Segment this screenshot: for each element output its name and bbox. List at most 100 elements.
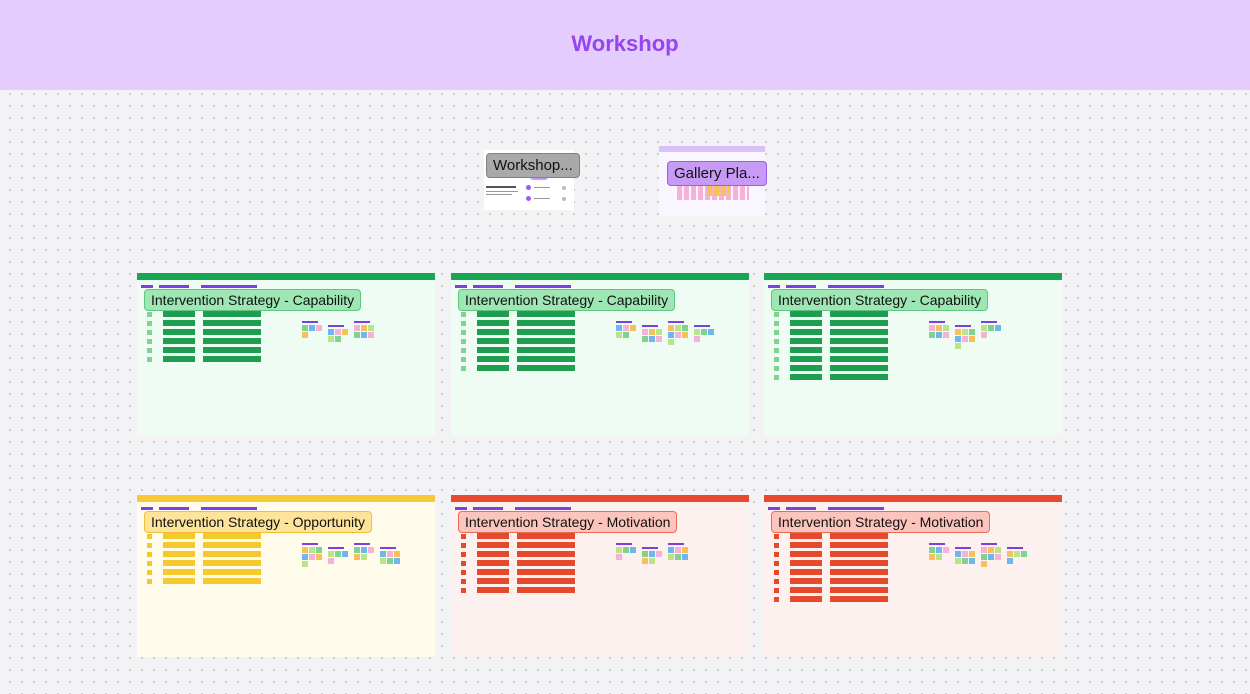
gallery-plan-frame-label[interactable]: Gallery Pla... (667, 161, 767, 186)
sticky-note[interactable] (616, 547, 622, 553)
table-cell[interactable] (203, 311, 261, 317)
table-cell[interactable] (790, 374, 822, 380)
sticky-note[interactable] (316, 554, 322, 560)
sticky-note[interactable] (988, 547, 994, 553)
table-cell[interactable] (790, 329, 822, 335)
sticky-note[interactable] (969, 336, 975, 342)
table-cell[interactable] (163, 578, 195, 584)
sticky-note[interactable] (361, 332, 367, 338)
sticky-note[interactable] (668, 554, 674, 560)
sticky-note[interactable] (616, 325, 622, 331)
table-cell[interactable] (790, 587, 822, 593)
sticky-note[interactable] (675, 547, 681, 553)
sticky-note[interactable] (995, 554, 1001, 560)
board-title-label[interactable]: Intervention Strategy - Motivation (771, 511, 991, 533)
table-cell[interactable] (790, 320, 822, 326)
table-cell[interactable] (830, 560, 888, 566)
sticky-note[interactable] (328, 329, 334, 335)
table-cell[interactable] (477, 356, 509, 362)
sticky-note[interactable] (656, 551, 662, 557)
table-cell[interactable] (830, 533, 888, 539)
table-cell[interactable] (477, 365, 509, 371)
board-title-label[interactable]: Intervention Strategy - Capability (144, 289, 362, 311)
table-cell[interactable] (203, 329, 261, 335)
sticky-note[interactable] (668, 547, 674, 553)
sticky-note[interactable] (302, 332, 308, 338)
table-cell[interactable] (790, 347, 822, 353)
board-capability-1[interactable]: Intervention Strategy - Capability (137, 273, 435, 435)
sticky-note[interactable] (1007, 551, 1013, 557)
sticky-note[interactable] (668, 325, 674, 331)
sticky-note[interactable] (955, 551, 961, 557)
table-cell[interactable] (163, 311, 195, 317)
sticky-note[interactable] (368, 547, 374, 553)
table-cell[interactable] (517, 569, 575, 575)
table-cell[interactable] (830, 311, 888, 317)
sticky-note[interactable] (936, 554, 942, 560)
sticky-note[interactable] (342, 551, 348, 557)
table-cell[interactable] (790, 569, 822, 575)
table-cell[interactable] (163, 551, 195, 557)
sticky-note[interactable] (623, 332, 629, 338)
sticky-note[interactable] (936, 325, 942, 331)
table-cell[interactable] (163, 356, 195, 362)
sticky-note[interactable] (962, 329, 968, 335)
sticky-note[interactable] (929, 325, 935, 331)
table-cell[interactable] (477, 338, 509, 344)
table-cell[interactable] (517, 329, 575, 335)
table-cell[interactable] (477, 320, 509, 326)
board-title-label[interactable]: Intervention Strategy - Capability (458, 289, 676, 311)
sticky-note[interactable] (962, 551, 968, 557)
sticky-note[interactable] (929, 554, 935, 560)
sticky-note[interactable] (309, 547, 315, 553)
board-motivation-1[interactable]: Intervention Strategy - Motivation (451, 495, 749, 657)
table-cell[interactable] (203, 569, 261, 575)
sticky-note[interactable] (354, 547, 360, 553)
board-title-label[interactable]: Intervention Strategy - Motivation (458, 511, 678, 533)
sticky-note[interactable] (354, 325, 360, 331)
table-cell[interactable] (517, 578, 575, 584)
table-cell[interactable] (203, 356, 261, 362)
table-cell[interactable] (790, 560, 822, 566)
table-cell[interactable] (163, 542, 195, 548)
table-cell[interactable] (830, 596, 888, 602)
table-cell[interactable] (517, 560, 575, 566)
workshop-frame-label[interactable]: Workshop... (486, 153, 580, 178)
sticky-note[interactable] (394, 558, 400, 564)
table-cell[interactable] (517, 347, 575, 353)
table-cell[interactable] (790, 338, 822, 344)
table-cell[interactable] (203, 347, 261, 353)
sticky-note[interactable] (623, 325, 629, 331)
sticky-note[interactable] (943, 325, 949, 331)
sticky-note[interactable] (995, 325, 1001, 331)
table-cell[interactable] (203, 560, 261, 566)
table-cell[interactable] (830, 569, 888, 575)
sticky-note[interactable] (981, 547, 987, 553)
table-cell[interactable] (830, 338, 888, 344)
table-cell[interactable] (163, 320, 195, 326)
table-cell[interactable] (790, 356, 822, 362)
sticky-note[interactable] (668, 339, 674, 345)
sticky-note[interactable] (675, 325, 681, 331)
sticky-note[interactable] (981, 554, 987, 560)
sticky-note[interactable] (682, 554, 688, 560)
sticky-note[interactable] (929, 547, 935, 553)
table-cell[interactable] (790, 311, 822, 317)
sticky-note[interactable] (361, 554, 367, 560)
sticky-note[interactable] (955, 343, 961, 349)
sticky-note[interactable] (675, 554, 681, 560)
board-capability-2[interactable]: Intervention Strategy - Capability (451, 273, 749, 435)
board-title-label[interactable]: Intervention Strategy - Capability (771, 289, 989, 311)
sticky-note[interactable] (387, 551, 393, 557)
sticky-note[interactable] (694, 329, 700, 335)
board-title-label[interactable]: Intervention Strategy - Opportunity (144, 511, 372, 533)
table-cell[interactable] (163, 329, 195, 335)
table-cell[interactable] (203, 551, 261, 557)
sticky-note[interactable] (368, 332, 374, 338)
table-cell[interactable] (830, 542, 888, 548)
table-cell[interactable] (517, 311, 575, 317)
table-cell[interactable] (790, 533, 822, 539)
sticky-note[interactable] (936, 332, 942, 338)
sticky-note[interactable] (1014, 551, 1020, 557)
table-cell[interactable] (830, 578, 888, 584)
